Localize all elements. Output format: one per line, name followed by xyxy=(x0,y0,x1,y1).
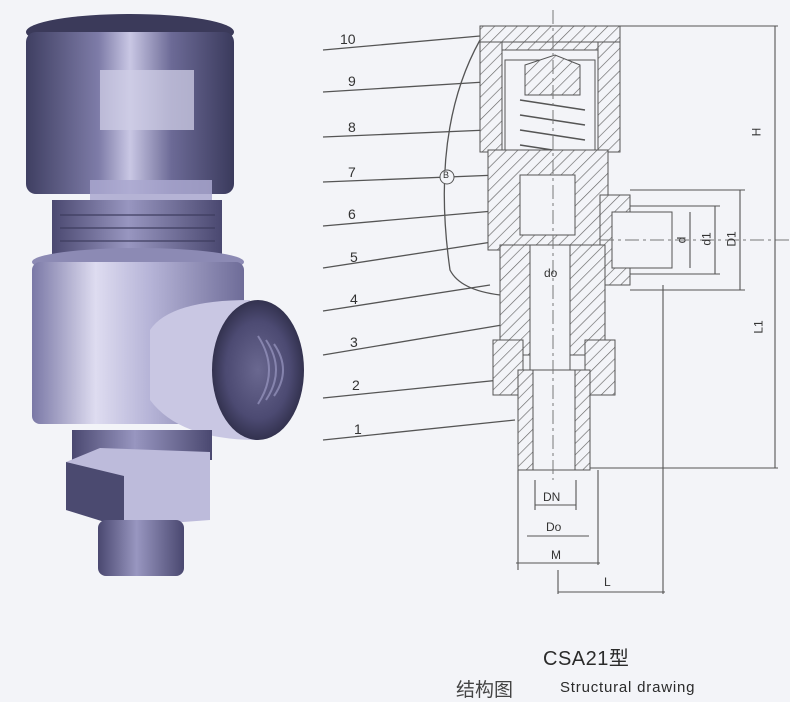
callout-9: 9 xyxy=(348,73,356,89)
dim-label-d1-upper: D1 xyxy=(724,231,739,247)
valve-product-photo xyxy=(0,0,320,600)
model-caption: CSA21型 xyxy=(543,648,630,670)
callout-3: 3 xyxy=(350,334,358,350)
dim-label-dn: DN xyxy=(543,490,561,504)
dim-label-m: M xyxy=(551,548,561,562)
dim-label-l: L xyxy=(604,575,611,589)
drawing-title-chinese: 结构图 xyxy=(456,680,514,701)
dim-label-d: d xyxy=(674,236,689,244)
callout-4: 4 xyxy=(350,291,358,307)
dim-label-seal: B xyxy=(443,170,450,180)
callout-5: 5 xyxy=(350,249,358,265)
callout-6: 6 xyxy=(348,206,356,222)
callout-2: 2 xyxy=(352,377,360,393)
callout-1: 1 xyxy=(354,421,362,437)
callout-10: 10 xyxy=(340,31,356,47)
callout-7: 7 xyxy=(348,164,356,180)
callout-8: 8 xyxy=(348,119,356,135)
dim-label-l1: L1 xyxy=(751,320,766,334)
structural-drawing xyxy=(300,0,790,620)
dim-label-do-outer: Do xyxy=(546,520,562,534)
dim-label-h: H xyxy=(749,127,764,137)
drawing-title-english: Structural drawing xyxy=(560,679,696,696)
dim-label-d1-lower: d1 xyxy=(699,232,714,246)
dim-label-do: do xyxy=(544,266,558,280)
